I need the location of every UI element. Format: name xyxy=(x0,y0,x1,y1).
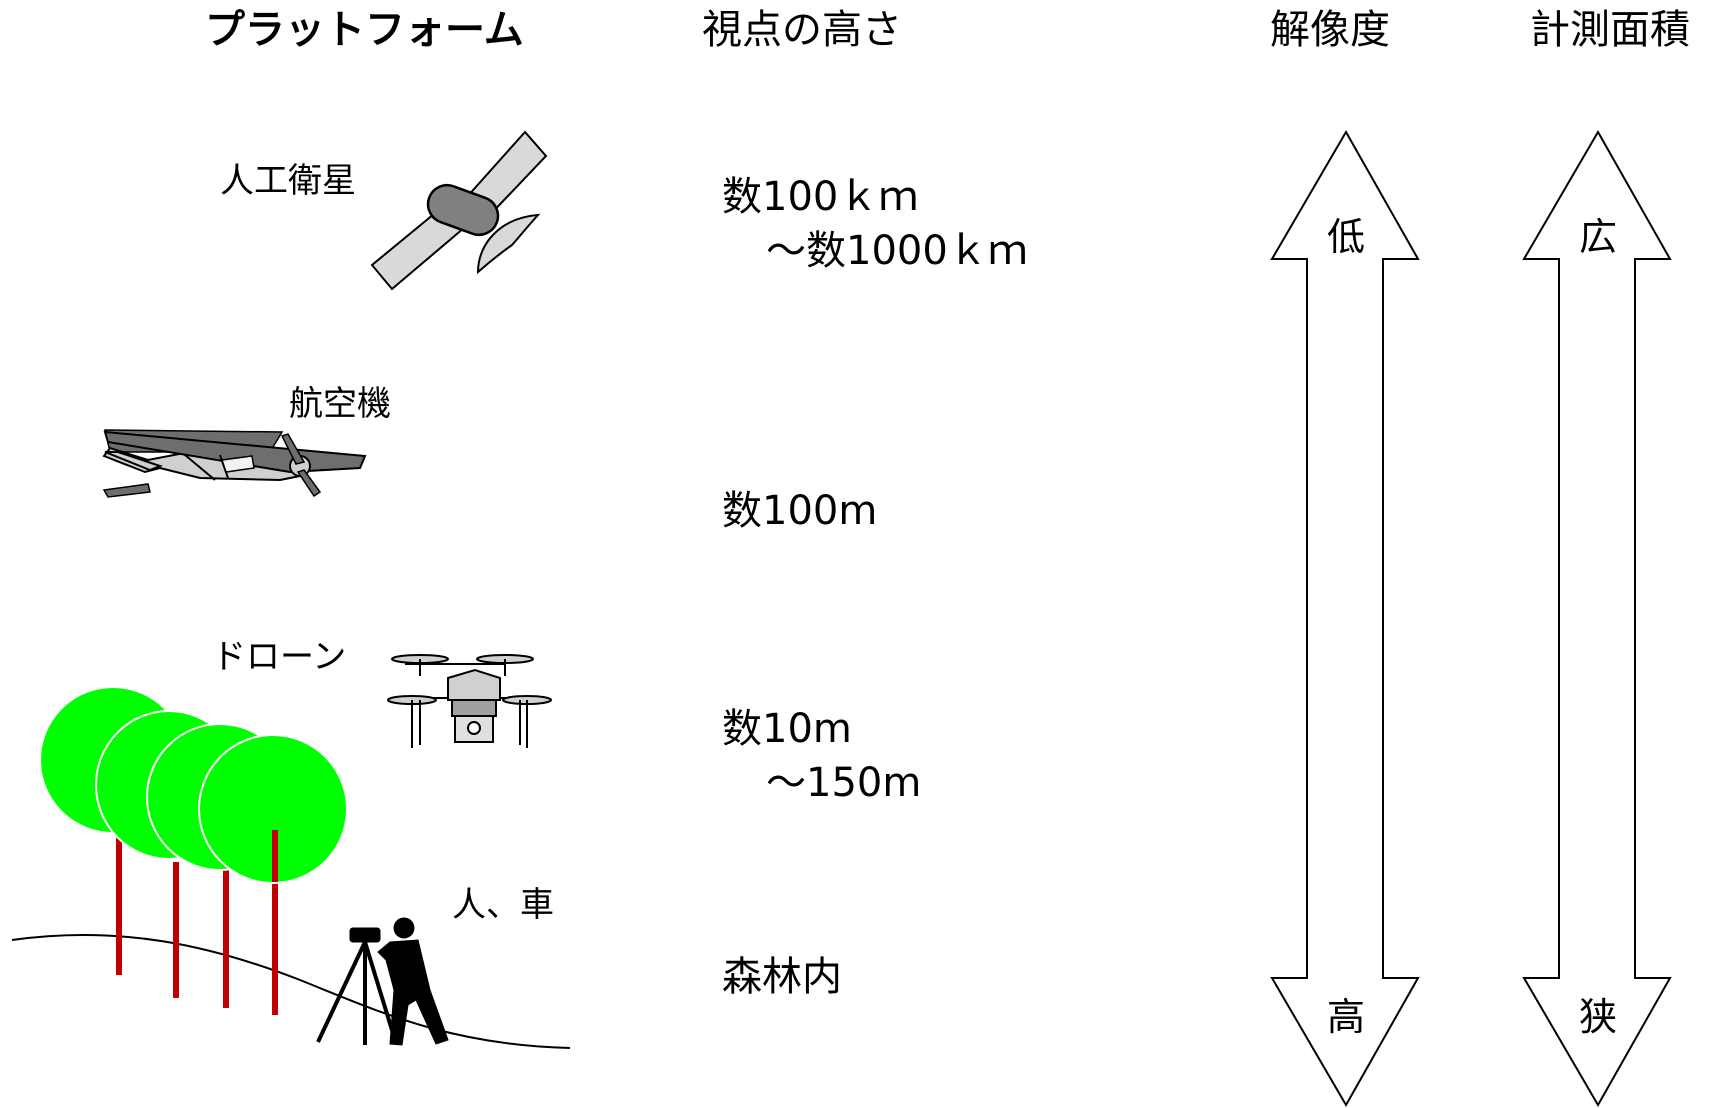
drone-icon xyxy=(387,654,552,748)
resolution-low-label: 低 xyxy=(1326,215,1365,259)
area-header: 計測面積 xyxy=(1530,7,1690,53)
satellite-label: 人工衛星 xyxy=(220,161,356,201)
area-narrow-label: 狭 xyxy=(1578,995,1617,1039)
drone-altitude: 数10m ～150m xyxy=(722,702,921,810)
satellite-altitude: 数100ｋｍ ～数1000ｋｍ xyxy=(722,170,1028,278)
ground-altitude: 森林内 xyxy=(722,954,842,1000)
area-wide-label: 広 xyxy=(1578,215,1617,259)
aircraft-label: 航空機 xyxy=(289,384,391,424)
resolution-high-label: 高 xyxy=(1326,995,1365,1039)
ground-line xyxy=(11,933,571,1049)
airplane-icon xyxy=(102,429,367,498)
drone-label: ドローン xyxy=(212,637,347,677)
ground-label: 人、車 xyxy=(452,885,554,925)
resolution-header: 解像度 xyxy=(1270,7,1390,53)
drone-altitude-line2: ～150m xyxy=(766,760,922,806)
aircraft-altitude: 数100m xyxy=(722,488,878,534)
satellite-icon xyxy=(370,130,548,291)
resolution-arrow xyxy=(1270,129,1420,1108)
area-arrow xyxy=(1522,129,1672,1108)
altitude-header: 視点の高さ xyxy=(702,7,902,53)
satellite-altitude-line2: ～数1000ｋｍ xyxy=(766,228,1028,274)
satellite-altitude-line1: 数100ｋｍ xyxy=(722,174,919,220)
platform-header: プラットフォーム xyxy=(205,7,524,53)
tree-icon xyxy=(39,686,348,1015)
surveyor-icon xyxy=(316,917,449,1046)
drone-altitude-line1: 数10m xyxy=(722,706,852,752)
